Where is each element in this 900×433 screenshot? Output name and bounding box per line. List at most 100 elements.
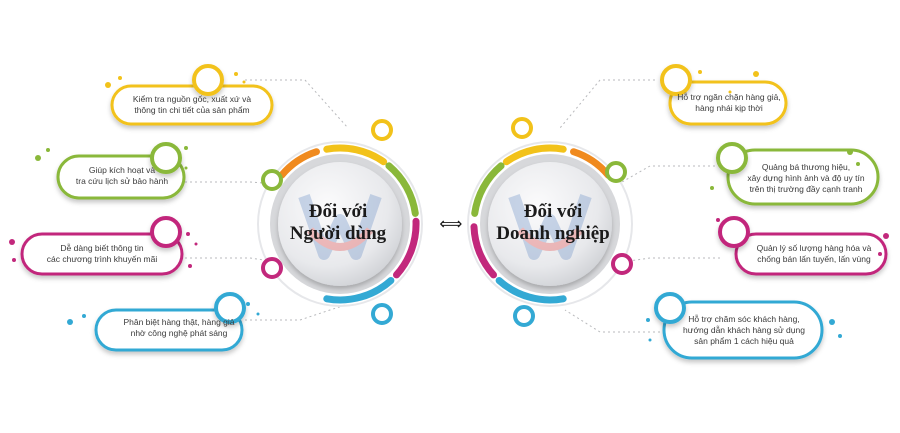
hub-outer-ring bbox=[257, 141, 423, 307]
connector-lines bbox=[180, 79, 720, 333]
card-left-1-bubble-inner bbox=[200, 72, 216, 88]
card-left-4-line2: nhờ công nghệ phát sáng bbox=[130, 328, 228, 338]
card-right-2-line3: trên thị trường đầy cạnh tranh bbox=[749, 183, 863, 194]
card-left-1 bbox=[110, 64, 274, 126]
card-left-1-text: Kiểm tra nguồn gốc, xuất xứ và thông tin… bbox=[114, 88, 270, 122]
card-right-3-line1: Quản lý số lượng hàng hóa và bbox=[756, 243, 872, 253]
hub-left-title-line1: Đối với bbox=[308, 201, 368, 222]
card-left-3-pill bbox=[20, 232, 184, 276]
card-right-1-line2: hàng nhái kịp thời bbox=[695, 103, 763, 113]
decor-dot bbox=[648, 338, 652, 342]
decor-dot bbox=[105, 82, 111, 88]
connector-line bbox=[559, 79, 655, 129]
card-right-3-line2: chống bán lấn tuyến, lấn vùng bbox=[757, 254, 871, 264]
connector-line bbox=[621, 257, 720, 263]
card-left-3 bbox=[20, 216, 184, 276]
card-left-4-bubble-inner bbox=[222, 300, 238, 316]
card-right-2-text: Quảng bá thương hiệu, xây dựng hình ảnh … bbox=[738, 155, 874, 201]
card-left-3-line2: các chương trình khuyến mãi bbox=[46, 254, 158, 264]
card-left-1-line1: Kiểm tra nguồn gốc, xuất xứ và bbox=[132, 94, 252, 104]
card-right-3-pill bbox=[734, 232, 888, 276]
decor-dot bbox=[710, 186, 714, 190]
card-left-3-line1: Dễ dàng biết thông tin bbox=[60, 243, 144, 253]
hub-arc-segment bbox=[385, 162, 419, 217]
card-left-3-bubble-inner bbox=[158, 224, 174, 240]
card-left-2-line2: tra cứu lịch sử bảo hành bbox=[75, 176, 169, 186]
decor-dot bbox=[878, 252, 882, 256]
decor-dot bbox=[35, 155, 41, 161]
card-right-2-line2: xây dựng hình ảnh và độ uy tín bbox=[747, 172, 865, 183]
card-right-4-line3: sản phẩm 1 cách hiệu quả bbox=[694, 335, 794, 346]
decor-dot bbox=[184, 146, 188, 150]
decor-dot bbox=[9, 239, 15, 245]
decor-dot bbox=[838, 334, 842, 338]
card-right-4-pill bbox=[662, 300, 824, 360]
decor-dot bbox=[883, 233, 889, 239]
card-right-2 bbox=[716, 142, 880, 206]
card-right-4-line1: Hỗ trợ chăm sóc khách hàng, bbox=[688, 313, 800, 324]
hub-knob bbox=[611, 253, 633, 275]
hub-outer-ring bbox=[467, 141, 633, 307]
hub-knob bbox=[261, 257, 283, 279]
connector-line bbox=[180, 257, 279, 263]
card-right-4 bbox=[654, 292, 824, 360]
watermark-w-blue bbox=[508, 194, 592, 260]
decor-dot bbox=[186, 232, 190, 236]
decor-dot bbox=[698, 70, 702, 74]
decor-dot bbox=[242, 80, 246, 84]
decor-dot bbox=[188, 264, 192, 268]
hub-arc-segment bbox=[502, 144, 567, 166]
card-left-4-text: Phân biệt hàng thật, hàng giả nhờ công n… bbox=[118, 311, 240, 345]
card-left-1-line2: thông tin chi tiết của sản phẩm bbox=[134, 105, 250, 115]
card-right-4-text: Hỗ trợ chăm sóc khách hàng, hướng dẫn kh… bbox=[670, 307, 818, 353]
watermark-logo bbox=[508, 194, 592, 260]
hub-right-title-line1: Đối với bbox=[523, 201, 583, 222]
hub-arc-segment bbox=[323, 144, 388, 166]
hub-arc-segment bbox=[278, 148, 320, 179]
hub-left-title: Đối với Người dùng bbox=[273, 200, 403, 246]
decor-dot bbox=[246, 302, 250, 306]
decor-dot bbox=[847, 149, 853, 155]
bidirectional-arrow-icon: ⟺ bbox=[439, 214, 463, 233]
card-right-2-pill bbox=[726, 148, 880, 206]
decor-dot bbox=[234, 72, 238, 76]
decor-dot bbox=[716, 218, 720, 222]
card-left-2-text: Giúp kích hoạt và tra cứu lịch sử bảo hà… bbox=[62, 160, 182, 192]
cards-layer bbox=[20, 64, 888, 360]
connector-line bbox=[621, 165, 715, 183]
hub-right-title-line2: Doanh nghiệp bbox=[496, 223, 610, 244]
decorative-dots bbox=[9, 70, 889, 342]
hub-left-title-line2: Người dùng bbox=[289, 223, 387, 244]
hub-knob bbox=[605, 161, 627, 183]
hub-knob bbox=[371, 303, 393, 325]
hub-arc-segment bbox=[495, 277, 567, 304]
hub-knob bbox=[371, 119, 393, 141]
decor-dot bbox=[118, 76, 122, 80]
watermark-w-blue bbox=[298, 194, 382, 260]
card-right-4-line2: hướng dẫn khách hàng sử dụng bbox=[683, 324, 805, 335]
hub-inner-disc bbox=[488, 162, 612, 286]
card-right-3 bbox=[718, 216, 888, 276]
decor-dot bbox=[184, 166, 188, 170]
hub-right-title: Đối với Doanh nghiệp bbox=[478, 200, 628, 246]
card-right-1-text: Hỗ trợ ngăn chặn hàng giả, hàng nhái kịp… bbox=[676, 86, 782, 120]
card-left-2-line1: Giúp kích hoạt và bbox=[88, 165, 156, 175]
hub-left-user bbox=[257, 119, 423, 325]
decor-dot bbox=[46, 148, 50, 152]
card-right-1-pill bbox=[668, 80, 788, 126]
connector-line bbox=[180, 181, 279, 185]
card-left-2 bbox=[56, 142, 186, 200]
watermark-w-red bbox=[307, 227, 373, 251]
card-right-1 bbox=[660, 64, 788, 126]
watermark-logo bbox=[298, 194, 382, 260]
card-left-3-text: Dễ dàng biết thông tin các chương trình … bbox=[26, 237, 178, 271]
hub-arc-segment bbox=[393, 217, 420, 279]
hub-knob bbox=[511, 117, 533, 139]
card-right-2-line1: Quảng bá thương hiệu, bbox=[761, 161, 851, 172]
card-left-4 bbox=[94, 292, 246, 352]
card-right-3-text: Quản lý số lượng hàng hóa và chống bán l… bbox=[746, 237, 882, 271]
decor-dot bbox=[12, 258, 16, 262]
card-right-1-bubble-inner bbox=[668, 72, 684, 88]
hub-inner-disc bbox=[278, 162, 402, 286]
